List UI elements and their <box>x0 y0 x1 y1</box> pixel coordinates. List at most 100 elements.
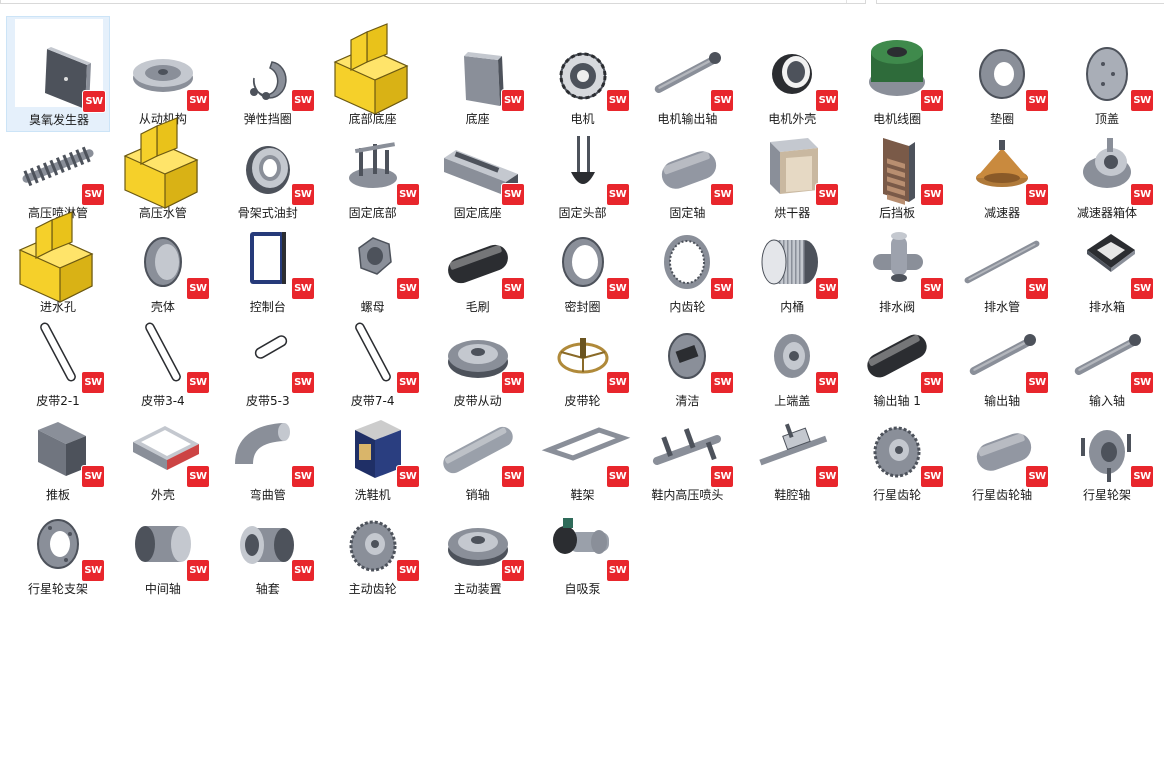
belt-part-icon <box>329 300 417 388</box>
back-plate-part-icon <box>853 112 941 205</box>
file-name-label: 固定头部 <box>558 206 607 220</box>
motor-part-icon <box>539 18 627 106</box>
pulley-wheel-part-icon <box>434 488 522 576</box>
belt-short-part-icon <box>224 300 312 388</box>
file-item[interactable]: 进水孔 <box>6 204 110 320</box>
file-name-label: 皮带2-1 <box>36 394 80 408</box>
solidworks-badge-icon: SW <box>501 372 524 393</box>
file-name-label: 排水阀 <box>879 300 916 314</box>
solidworks-badge-icon: SW <box>816 184 839 205</box>
address-dropdown-button[interactable] <box>846 0 864 3</box>
solidworks-badge-icon: SW <box>816 372 839 393</box>
valve-part-icon <box>853 206 941 294</box>
address-bar[interactable] <box>0 0 866 4</box>
spray-pipe-part-icon <box>14 112 102 200</box>
solidworks-badge-icon: SW <box>186 560 209 581</box>
drain-box-part-icon <box>1063 206 1151 294</box>
file-name-label: 推板 <box>45 488 70 502</box>
file-name-label: 内齿轮 <box>669 300 706 314</box>
file-name-label: 进水孔 <box>39 300 76 314</box>
file-name-label: 弹性挡圈 <box>243 112 292 126</box>
file-name-label: 内桶 <box>780 300 805 314</box>
file-item[interactable]: 高压水管 <box>111 110 215 226</box>
plate-part-icon <box>15 19 103 109</box>
file-name-label: 底部底座 <box>348 112 397 126</box>
file-name-label: 固定底部 <box>348 206 397 220</box>
console-part-icon <box>224 206 312 294</box>
file-item[interactable]: 底部底座 <box>321 16 425 132</box>
bushing-part-icon <box>224 488 312 576</box>
search-box[interactable] <box>876 0 1164 4</box>
file-name-label: 皮带轮 <box>564 394 601 408</box>
gear-part-icon <box>853 394 941 482</box>
cover-disc-part-icon <box>1063 18 1151 106</box>
ring-gear-part-icon <box>643 206 731 294</box>
solidworks-badge-icon: SW <box>816 466 839 487</box>
file-name-label: 臭氧发生器 <box>28 113 89 127</box>
file-name-label: 皮带5-3 <box>245 394 290 408</box>
oil-seal-part-icon <box>224 112 312 200</box>
file-name-label: 后挡板 <box>879 206 916 220</box>
file-name-label: 高压水管 <box>138 206 187 220</box>
solidworks-badge-icon: SW <box>396 560 419 581</box>
file-name-label: 排水箱 <box>1088 300 1125 314</box>
